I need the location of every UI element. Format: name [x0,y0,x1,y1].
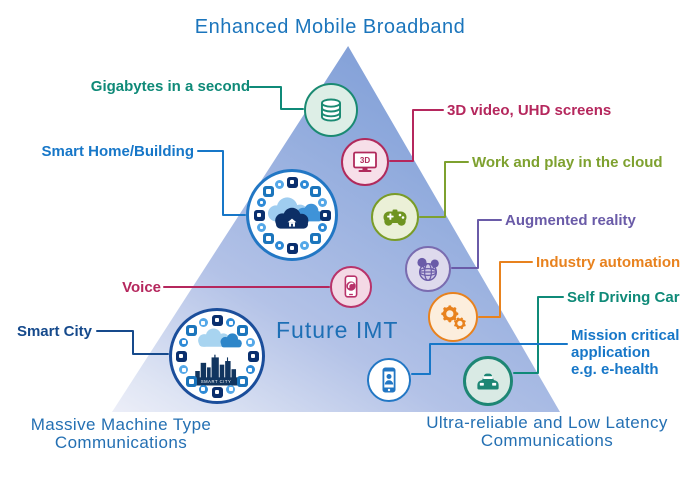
mini-app-icon [317,223,327,233]
massive-machine-type-label: Massive Machine Type Communications [30,415,212,452]
mini-app-icon [211,314,223,326]
smart-home-cluster-icon [246,169,338,261]
monitor-3d-text: 3D [360,156,370,165]
mini-app-icon [317,197,327,207]
mini-app-icon [211,386,223,398]
mini-app-icon [300,180,310,189]
mini-app-icon [274,240,284,250]
label-smart-city: Smart City [16,323,92,340]
mini-app-icon [286,242,298,254]
mini-app-icon [286,176,298,188]
mini-app-icon [186,325,198,337]
mini-app-icon [245,337,255,347]
label-voice: Voice [122,279,161,296]
augmented-reality-globe-icon [405,246,451,292]
mini-app-icon [236,375,248,387]
mini-app-icon [236,325,248,337]
voice-phone-icon [330,266,372,308]
mini-app-icon [226,384,236,394]
mini-app-icon [175,350,187,362]
page-title: Enhanced Mobile Broadband [194,16,466,38]
future-imt-label: Future IMT [276,317,399,343]
mini-app-icon [198,384,208,394]
mini-app-icon [309,186,321,198]
ehealth-phone-icon [367,358,411,402]
label-3d-video: 3D video, UHD screens [447,102,612,119]
mini-app-icon [198,318,208,328]
label-work-play-cloud: Work and play in the cloud [472,154,663,171]
mini-app-icon [274,180,284,189]
label-smart-home: Smart Home/Building [41,143,194,160]
label-mission-critical: Mission critical application e.g. e-heal… [571,327,680,378]
label-self-driving-car: Self Driving Car [567,289,680,306]
mini-app-icon [186,375,198,387]
mini-app-icon [309,232,321,244]
mini-app-icon [247,350,259,362]
mini-app-icon [257,197,266,207]
smart-city-badge-text: SMART CITY [201,379,231,384]
label-gigabytes: Gigabytes in a second [90,78,250,95]
mini-app-icon [263,232,275,244]
mini-app-icon [179,365,189,375]
label-industry-automation: Industry automation [536,254,681,271]
mini-app-icon [319,209,331,221]
mini-app-icon [226,318,236,328]
mini-app-icon [257,223,266,233]
database-icon [304,83,358,137]
mini-app-icon [179,337,189,347]
mini-app-icon [245,365,255,375]
self-driving-car-icon [463,356,513,406]
3d-monitor-icon: 3D [341,138,389,186]
mini-app-icon [263,186,275,198]
label-augmented-reality: Augmented reality [505,212,636,229]
smart-city-cluster-icon: SMART CITY [169,308,265,404]
mini-app-icon [253,209,265,221]
ultra-reliable-low-latency-label: Ultra-reliable and Low Latency Communica… [426,413,668,450]
mini-app-icon [300,240,310,250]
game-controller-icon [371,193,419,241]
gears-icon [428,292,478,342]
